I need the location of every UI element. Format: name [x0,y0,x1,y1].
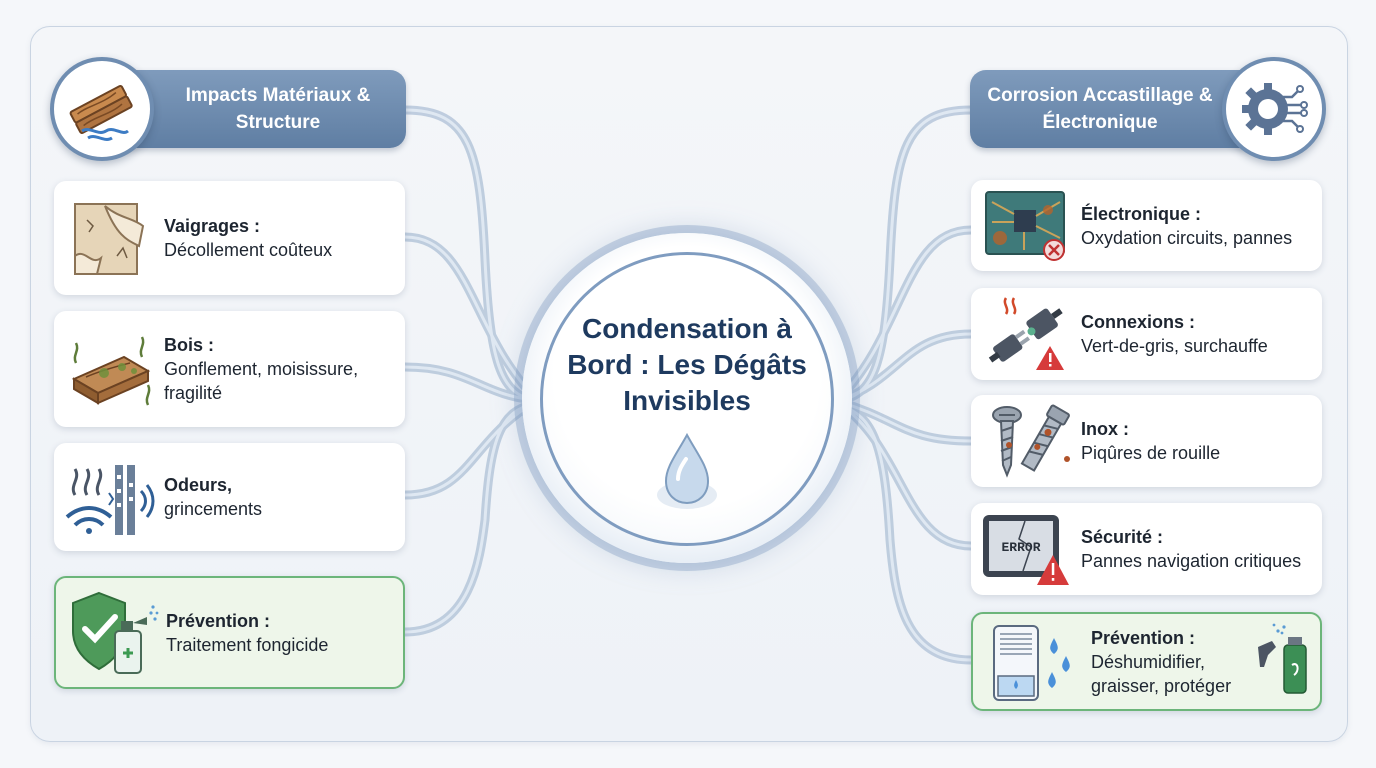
right-item-connexions: Connexions : Vert-de-gris, surchauffe [971,288,1322,380]
plug-warning-icon [971,294,1081,374]
odor-creak-icon [54,455,164,539]
left-item-vaigrages: Vaigrages : Décollement coûteux [54,181,405,295]
item-title: Connexions : [1081,312,1196,332]
wood-plank-icon [50,57,154,161]
item-description: Vert-de-gris, surchauffe [1081,336,1268,356]
peeling-panel-icon [54,196,164,280]
right-item-inox: Inox : Piqûres de rouille [971,395,1322,487]
item-title: Prévention : [166,610,271,631]
right-header-label: Corrosion Accastillage & Électronique [987,85,1213,133]
error-screen-icon: ERROR [971,509,1081,589]
item-description: Pannes navigation critiques [1081,551,1302,571]
left-item-odeurs: Odeurs, grincements [54,443,405,551]
item-description: Gonflement, moisissure, fragilité [164,359,359,403]
water-drop-icon [652,429,722,520]
item-title: Sécurité : [1081,527,1164,547]
item-title: Prévention : [1091,627,1196,648]
spray-can-icon [1254,621,1310,702]
central-node: Condensation à Bord : Les Dégâts Invisib… [540,252,834,546]
dehumidifier-icon [973,620,1091,704]
left-item-prevention: Prévention : Traitement fongicide [54,576,405,689]
moldy-wood-icon [54,327,164,411]
central-title: Condensation à Bord : Les Dégâts Invisib… [567,313,807,416]
shield-spray-icon [56,587,166,679]
item-title: Inox : [1081,419,1129,439]
item-description: Oxydation circuits, pannes [1081,227,1293,248]
item-title: Électronique : [1081,203,1202,224]
right-category-header: Corrosion Accastillage & Électronique [970,70,1270,148]
circuit-board-icon [971,188,1081,264]
right-item-electronique: Électronique : Oxydation circuits, panne… [971,180,1322,271]
error-screen-text: ERROR [1001,540,1040,555]
item-title: Bois : [164,335,215,355]
gear-circuit-icon [1222,57,1326,161]
item-title: Odeurs, [164,475,233,495]
left-header-label: Impacts Matériaux & Structure [185,85,371,133]
left-item-bois: Bois : Gonflement, moisissure, fragilité [54,311,405,427]
item-description: grincements [164,499,263,519]
item-description: Traitement fongicide [166,634,329,655]
item-description: Piqûres de rouille [1081,443,1221,463]
item-description: Déshumidifier, graisser, protéger [1091,651,1232,696]
item-title: Vaigrages : [164,216,261,236]
right-item-securite: ERROR Sécurité : Pannes navigation criti… [971,503,1322,595]
item-description: Décollement coûteux [164,240,333,260]
right-item-prevention: Prévention : Déshumidifier, graisser, pr… [971,612,1322,711]
rusty-screws-icon [971,401,1081,481]
